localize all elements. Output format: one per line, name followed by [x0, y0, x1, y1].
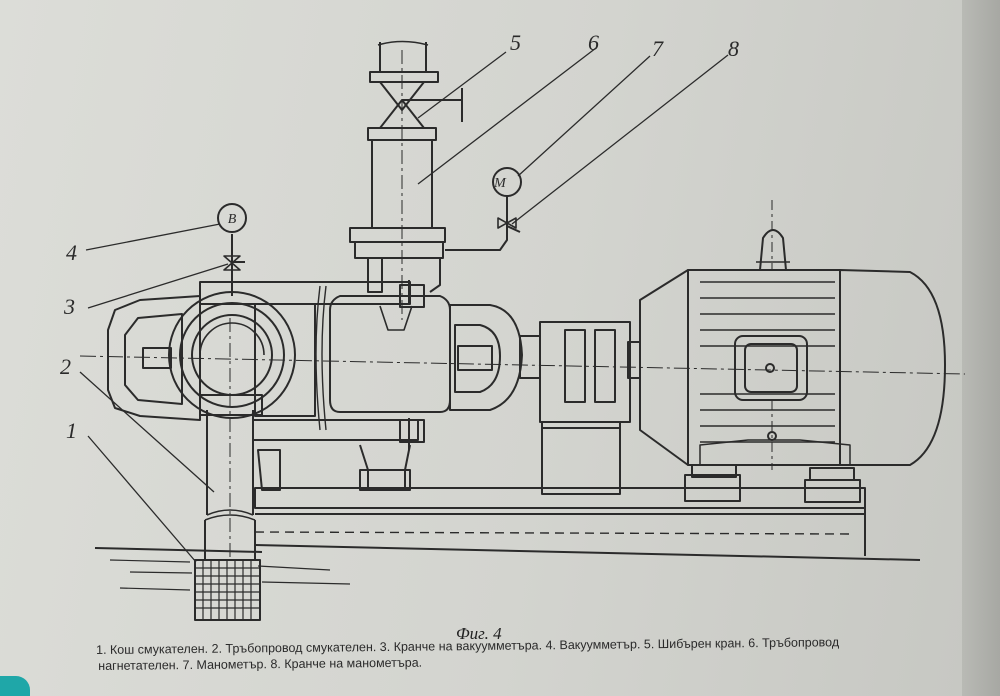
pump-suction-housing [107, 291, 296, 421]
suction-pipe [204, 318, 256, 560]
coupling [539, 321, 641, 495]
callout-6: 6 [588, 30, 599, 55]
pump-bearing-housing [449, 304, 541, 411]
manometer-assembly [445, 167, 522, 251]
callout-4: 4 [66, 240, 77, 265]
pump-feet [257, 444, 411, 491]
callout-3: 3 [64, 294, 75, 319]
callout-8: 8 [728, 36, 739, 61]
next-page-edge [962, 0, 1000, 696]
pump-stage-sections [199, 280, 451, 450]
suction-basket [194, 559, 261, 621]
callout-2: 2 [60, 354, 71, 379]
vacuum-gauge-symbol: B [228, 212, 237, 227]
vacuum-gauge-assembly [217, 203, 247, 296]
callout-leaders [79, 47, 729, 563]
electric-motor [639, 200, 946, 503]
shaft-centerline [79, 355, 966, 375]
caption-line-2: нагнетателен. 7. Манометър. 8. Кранче на… [98, 655, 423, 673]
callout-5: 5 [510, 30, 521, 55]
water-reservoir [94, 547, 351, 591]
callout-7: 7 [652, 36, 663, 61]
discharge-pipeline [349, 40, 463, 320]
base-frame [254, 487, 921, 561]
corner-object [0, 676, 30, 696]
manometer-symbol: M [493, 176, 507, 191]
figure-title: Фиг. 4 [456, 624, 502, 643]
callout-1: 1 [66, 418, 77, 443]
